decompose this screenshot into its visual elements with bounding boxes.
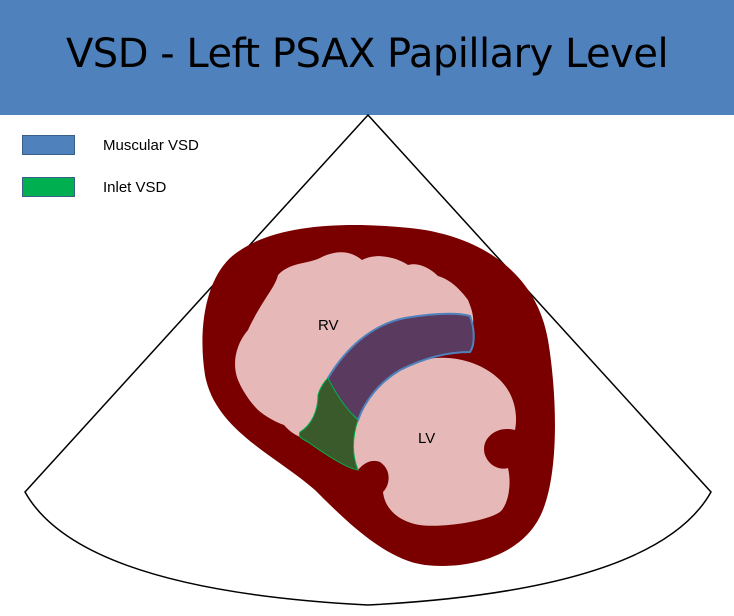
legend-swatch-muscular bbox=[22, 135, 75, 155]
rv-label: RV bbox=[318, 317, 339, 334]
lv-cavity bbox=[352, 357, 517, 526]
legend-label-inlet: Inlet VSD bbox=[103, 178, 167, 196]
lv-label: LV bbox=[418, 430, 435, 447]
legend-label-muscular: Muscular VSD bbox=[103, 136, 199, 154]
legend-item-inlet: Inlet VSD bbox=[22, 177, 166, 197]
page-title: VSD - Left PSAX Papillary Level bbox=[65, 30, 669, 77]
inlet-vsd bbox=[298, 377, 359, 471]
legend-item-muscular: Muscular VSD bbox=[22, 135, 199, 155]
legend-swatch-inlet bbox=[22, 177, 75, 197]
title-bar: VSD - Left PSAX Papillary Level bbox=[0, 0, 734, 115]
